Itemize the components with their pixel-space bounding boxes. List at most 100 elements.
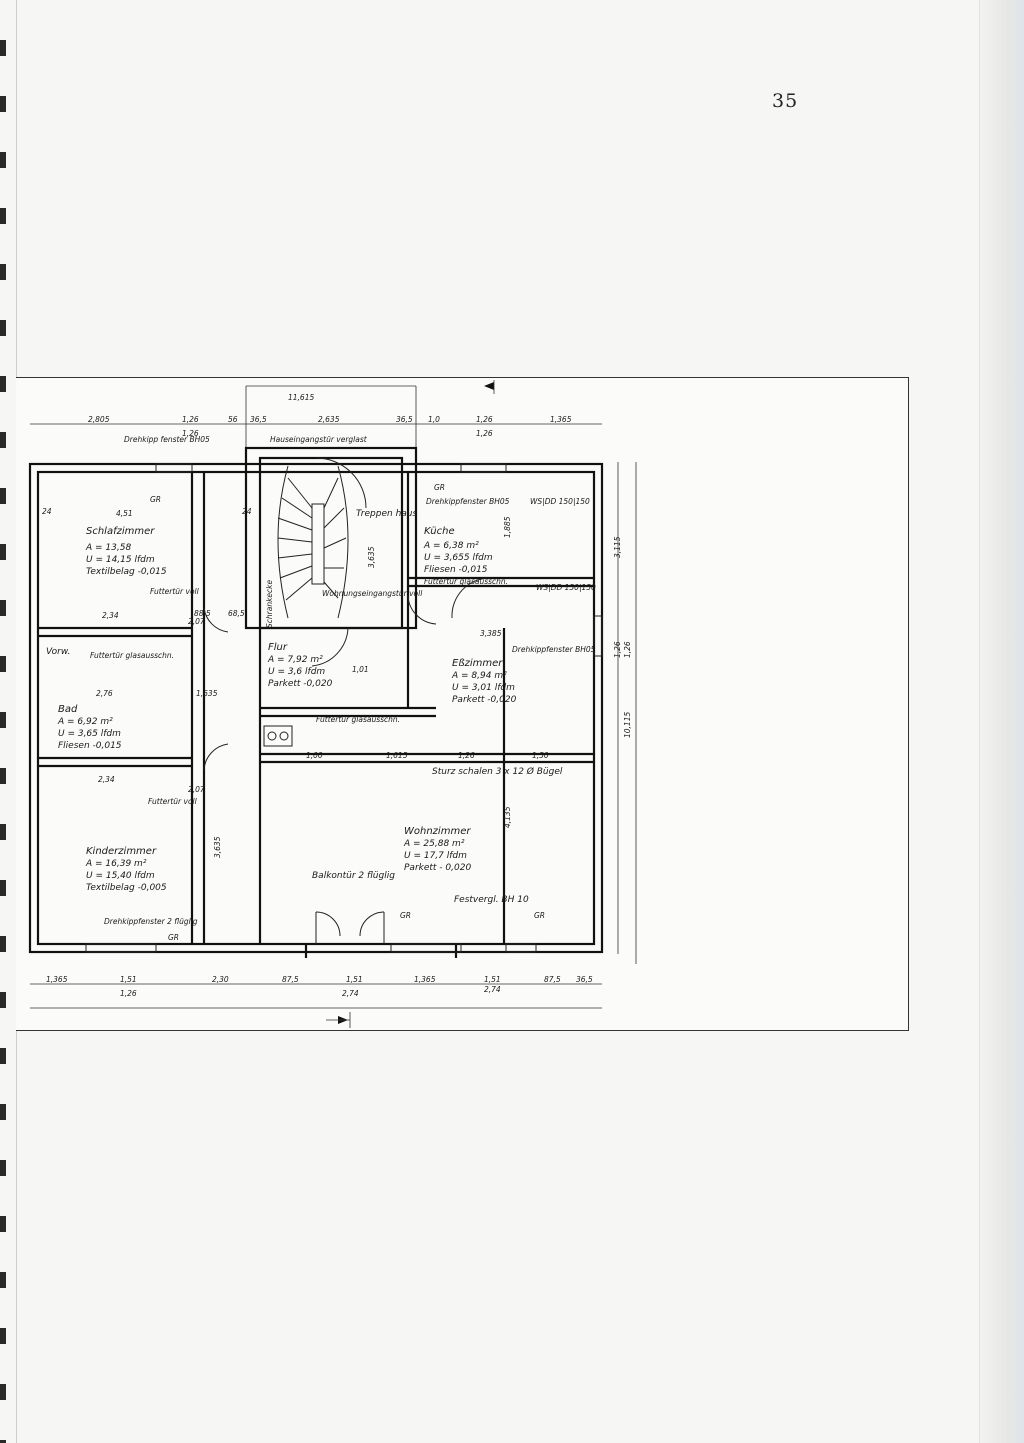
room-name: Flur <box>268 642 288 653</box>
room-area: A = 13,58 <box>85 543 131 553</box>
room-bad: Bad A = 6,92 m² U = 3,65 lfdm Fliesen -0… <box>57 704 122 751</box>
dim-label: 1,50 <box>532 751 549 760</box>
dim-label: 1,00 <box>306 751 323 760</box>
dim-label: 1,26 <box>458 751 475 760</box>
dim-label: 1,51 <box>346 975 363 984</box>
annotations: Drehkipp fenster BH05 Hauseingangstür ve… <box>42 435 596 942</box>
dim-label: 87,5 <box>282 975 299 984</box>
label-futter-kueche: Futtertür glasausschn. <box>424 577 508 586</box>
room-perimeter: U = 3,01 lfdm <box>452 683 515 693</box>
room-name: Bad <box>58 704 78 715</box>
room-esszimmer: Eßzimmer A = 8,94 m² U = 3,01 lfdm Parke… <box>451 658 517 705</box>
dim-label: 1,885 <box>503 516 512 538</box>
dim-label: 36,5 <box>396 415 413 424</box>
dim-label: 2,34 <box>102 611 119 620</box>
room-floor: Fliesen -0,015 <box>424 565 488 575</box>
room-name: Wohnzimmer <box>404 826 471 837</box>
label-wsdd-2: WS|DD 150|150 <box>536 583 596 592</box>
dimension-right: 3,115 1,26 1,26 10,115 <box>613 462 637 964</box>
room-vorw: Vorw. <box>46 647 70 657</box>
label-wohnungseingang: Wohnungseingangstür voll <box>322 589 423 598</box>
label-futter-vorw: Futtertür glasausschn. <box>90 651 174 660</box>
room-area: A = 6,92 m² <box>57 717 113 727</box>
room-name: Schlafzimmer <box>86 526 155 537</box>
windows <box>85 463 603 953</box>
label-drehkipp-kueche: Drehkippfenster BH05 <box>426 497 510 506</box>
label-balkontuer: Balkontür 2 flüglig <box>312 871 395 881</box>
floor-plan-drawing: 11,615 2,805 1,26 56 36,5 2,635 36,5 1,0… <box>28 380 637 1028</box>
dim-label: 2,30 <box>212 975 229 984</box>
dim-label: 36,5 <box>576 975 593 984</box>
dim-label: 1,26 <box>120 989 137 998</box>
page-right-edge <box>979 0 1024 1443</box>
room-floor: Parkett -0,020 <box>452 695 517 705</box>
dim-overall-top: 11,615 <box>288 393 314 402</box>
room-floor: Parkett - 0,020 <box>404 863 471 873</box>
spiral-binding-edge <box>0 0 17 1443</box>
doors <box>203 457 491 944</box>
dim-label: 3,635 <box>213 836 222 858</box>
dim-label: 1,365 <box>414 975 436 984</box>
dim-label: 2,76 <box>96 689 113 698</box>
dim-label: 3,635 <box>367 546 376 568</box>
dim-label: 1,51 <box>120 975 137 984</box>
dim-label: 1,26 <box>623 641 632 658</box>
dim-label: 2,34 <box>98 775 115 784</box>
room-perimeter: U = 15,40 lfdm <box>86 871 155 881</box>
dim-label: 2,635 <box>318 415 340 424</box>
room-treppenhaus: Treppen haus <box>356 509 417 519</box>
room-area: A = 7,92 m² <box>267 655 323 665</box>
room-area: A = 6,38 m² <box>423 541 479 551</box>
room-perimeter: U = 3,655 lfdm <box>424 553 493 563</box>
page-number: 35 <box>772 90 799 112</box>
label-sturz: Sturz schalen 3 x 12 Ø Bügel <box>432 766 563 777</box>
dim-label: 2,805 <box>88 415 110 424</box>
dim-label: 1,365 <box>46 975 68 984</box>
dim-label: 2,74 <box>484 985 501 994</box>
dim-label: 87,5 <box>544 975 561 984</box>
label-schrankecke: Schrankecke <box>265 580 274 628</box>
stove <box>263 725 293 747</box>
walls <box>28 446 604 958</box>
dimension-top: 11,615 2,805 1,26 56 36,5 2,635 36,5 1,0… <box>30 380 602 448</box>
room-kueche: Küche A = 6,38 m² U = 3,655 lfdm Fliesen… <box>423 526 493 575</box>
dim-label: 1,635 <box>196 689 218 698</box>
room-floor: Parkett -0,020 <box>268 679 333 689</box>
staircase <box>277 465 349 619</box>
label-futter-kinder: Futtertür voll <box>148 797 198 806</box>
dim-label: 4,135 <box>503 806 512 828</box>
dim-label: 1,26 <box>476 429 493 438</box>
dim-label: 1,615 <box>386 751 408 760</box>
room-schlafzimmer: Schlafzimmer A = 13,58 U = 14,15 lfdm Te… <box>85 526 167 577</box>
label-futter-schlaf: Futtertür voll <box>150 587 200 596</box>
label-wsdd-1: WS|DD 150|150 <box>530 497 590 506</box>
dim-label: 1,26 <box>476 415 493 424</box>
dim-label: 10,115 <box>623 712 632 738</box>
dim-label: 1,0 <box>428 415 440 424</box>
dim-label: 3,115 <box>613 536 622 558</box>
dim-label: 2,07 <box>188 617 205 626</box>
dim-label: 36,5 <box>250 415 267 424</box>
label-hauseingang: Hauseingangstür verglast <box>270 435 368 444</box>
room-name: Eßzimmer <box>452 658 503 669</box>
label-festverglasung: Festvergl. BH 10 <box>454 895 529 905</box>
dim-label: 1,26 <box>182 415 199 424</box>
room-floor: Fliesen -0,015 <box>58 741 122 751</box>
dim-label: 1,26 <box>182 429 199 438</box>
room-perimeter: U = 3,65 lfdm <box>58 729 121 739</box>
floor-plan-sheet: 11,615 2,805 1,26 56 36,5 2,635 36,5 1,0… <box>16 377 909 1031</box>
room-wohnzimmer: Wohnzimmer A = 25,88 m² U = 17,7 lfdm Pa… <box>403 826 471 873</box>
dim-label: 3,385 <box>480 629 502 638</box>
room-floor: Textilbelag -0,015 <box>86 567 167 577</box>
dim-label: 24 <box>242 507 252 516</box>
dim-label: 24 <box>42 507 52 516</box>
room-area: A = 16,39 m² <box>85 859 147 869</box>
label-drehkipp-kinder: Drehkippfenster 2 flüglig <box>104 917 198 926</box>
dim-label: 2,07 <box>188 785 205 794</box>
dim-label: 1,26 <box>613 641 622 658</box>
room-floor: Textilbelag -0,005 <box>86 883 167 893</box>
room-kinderzimmer: Kinderzimmer A = 16,39 m² U = 15,40 lfdm… <box>85 846 167 893</box>
room-name: Küche <box>424 526 455 537</box>
label-futter-flur: Futtertür glasausschn. <box>316 715 400 724</box>
